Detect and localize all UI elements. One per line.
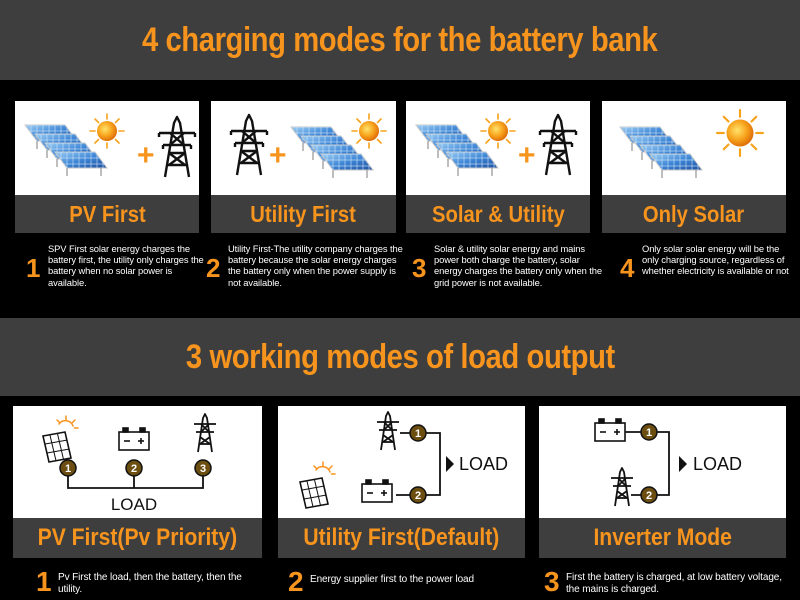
marker-number: 1 [65,463,71,475]
mode-number: 2 [288,566,304,597]
charging-mode-label: Only Solar [643,200,745,227]
load-modes-title: 3 working modes of load output [185,337,615,376]
mode-number: 2 [206,253,221,283]
load-mode-label-bar: Utility First(Default) [278,518,525,558]
charging-modes-header: 4 charging modes for the battery bank [0,0,800,80]
battery-icon [594,418,626,442]
mode-description: First the battery is charged, at low bat… [566,572,782,595]
load-mode-label: Inverter Mode [593,524,732,551]
inverter-mode-load-diagram: 1 2 LOAD [594,418,742,507]
sun-icon [89,113,125,149]
load-desc-2: 2 Energy supplier first to the power loa… [288,568,528,596]
load-desc-1: 1 Pv First the load, then the battery, t… [36,568,246,596]
charging-mode-label: PV First [68,200,146,227]
utility-first-load-diagram: 1 2 LOAD [299,411,508,509]
load-label: LOAD [459,454,508,474]
load-mode-label: Utility First(Default) [303,524,500,551]
mode-number: 1 [36,566,52,597]
plus-icon: + [518,139,536,172]
solar-panels-icon [416,125,498,176]
marker-1: 1 [640,423,658,441]
charging-desc-4: 4 Only solar solar energy will be the on… [620,243,792,281]
charging-card-solar-utility: + Solar & Utility [406,101,590,233]
charging-modes-title: 4 charging modes for the battery bank [142,20,658,59]
battery-icon [361,479,393,503]
arrow-right-icon [679,456,687,472]
mode-description: Only solar solar energy will be the only… [642,243,789,277]
only-solar-illustration [602,108,765,195]
pv-first-illustration: + [15,113,197,179]
marker-2: 2 [409,486,427,504]
charging-mode-label-bar: Solar & Utility [406,195,590,233]
mode-description: Solar & utility solar energy and mains p… [434,243,602,288]
battery-icon [118,427,150,451]
marker-3: 3 [194,459,212,477]
plus-icon: + [137,139,155,172]
load-mode-label-bar: Inverter Mode [539,518,786,558]
load-card-inverter-mode: 1 2 LOAD Inverter Mode [539,406,786,558]
power-tower-icon [610,467,634,507]
marker-number: 2 [646,490,652,502]
power-tower-icon [229,113,269,177]
charging-desc-3: 3 Solar & utility solar energy and mains… [412,243,604,288]
marker-number: 2 [415,490,421,502]
load-card-pv-first: 1 2 3 LOAD PV First(Pv Priority) [13,406,262,558]
charging-desc-2: 2 Utility First-The utility company char… [206,243,406,288]
solar-panel-icon [299,461,336,509]
power-tower-icon [193,413,217,453]
mode-description: SPV First solar energy charges the batte… [48,243,204,288]
marker-1: 1 [59,459,77,477]
load-desc-3: 3 First the battery is charged, at low b… [544,568,784,596]
power-tower-icon [538,113,578,177]
load-modes-header: 3 working modes of load output [0,318,800,396]
marker-1: 1 [409,424,427,442]
charging-card-pv-first: + PV First [15,101,199,233]
power-tower-icon [376,411,400,451]
charging-mode-label: Utility First [250,200,357,227]
mode-description: Energy supplier first to the power load [310,574,474,585]
utility-first-illustration: + [229,113,387,195]
solar-panels-icon [620,127,702,178]
solar-utility-illustration: + [406,113,578,177]
charging-mode-label: Solar & Utility [431,200,565,227]
load-mode-label-bar: PV First(Pv Priority) [13,518,262,558]
charging-card-utility-first: + Utility First [211,101,396,233]
mode-number: 3 [412,253,427,283]
charging-mode-label-bar: PV First [15,195,199,233]
marker-number: 1 [415,428,421,440]
charging-mode-label-bar: Utility First [211,195,396,233]
mode-number: 1 [26,253,41,283]
marker-2: 2 [125,459,143,477]
load-label: LOAD [111,495,157,514]
marker-number: 1 [646,427,652,439]
solar-panel-icon [42,415,79,463]
power-tower-icon [157,115,197,179]
mode-description: Utility First-The utility company charge… [228,243,403,288]
sun-icon [480,113,516,149]
charging-mode-label-bar: Only Solar [602,195,786,233]
mode-number: 4 [620,253,635,283]
solar-panels-icon [25,125,107,176]
load-label: LOAD [693,454,742,474]
load-mode-label: PV First(Pv Priority) [37,524,238,551]
mode-number: 3 [544,566,560,597]
marker-number: 2 [131,463,137,475]
mode-description: Pv First the load, then the battery, the… [58,572,242,595]
sun-icon [715,108,765,158]
charging-desc-1: 1 SPV First solar energy charges the bat… [26,243,206,288]
arrow-right-icon [446,456,454,472]
charging-card-only-solar: Only Solar [602,101,786,233]
marker-2: 2 [640,486,658,504]
load-card-utility-first: 1 2 LOAD Utility First(Default) [278,406,525,558]
pv-first-load-diagram: 1 2 3 LOAD [42,413,217,514]
plus-icon: + [269,139,287,172]
sun-icon [351,113,387,149]
marker-number: 3 [200,463,206,475]
